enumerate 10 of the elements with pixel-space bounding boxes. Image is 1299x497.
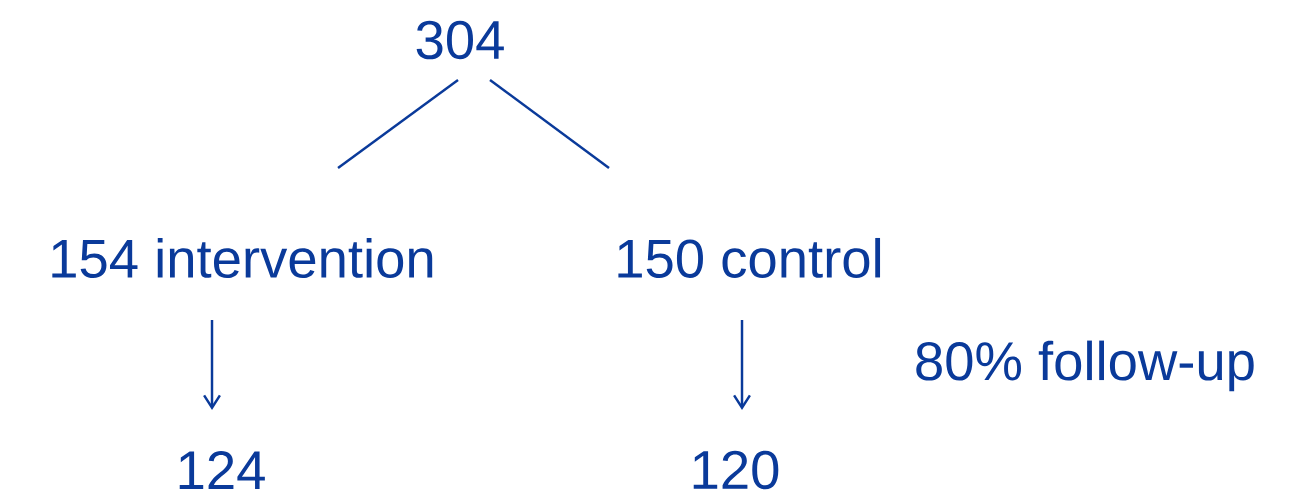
count-label: 124 bbox=[179, 450, 265, 489]
arrow bbox=[733, 320, 751, 410]
count-label: 304 bbox=[416, 20, 504, 60]
connector-line bbox=[337, 79, 459, 169]
arrow bbox=[203, 320, 221, 410]
count-label: 154 intervention bbox=[52, 237, 433, 278]
connector-line bbox=[489, 79, 610, 169]
count-label: 120 bbox=[693, 450, 779, 490]
note-label: 80% follow-up bbox=[916, 340, 1254, 392]
count-label: 150 control bbox=[618, 237, 881, 278]
